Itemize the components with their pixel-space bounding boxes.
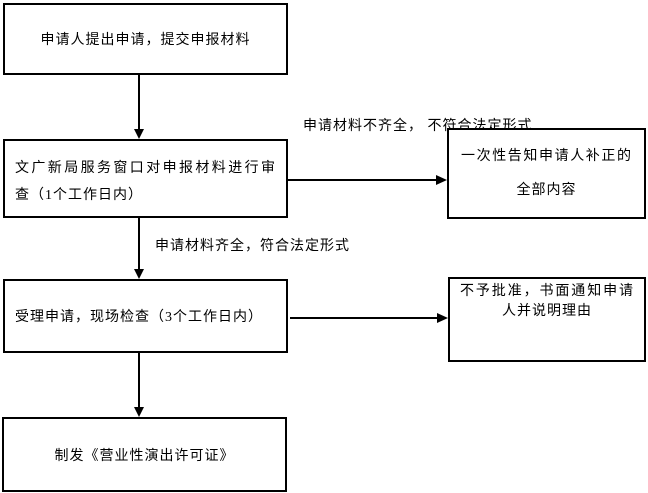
arrow-submit-to-review-line: [138, 75, 140, 130]
flow-step-reject-notice-line1: 不予批准，书面通知申请: [460, 284, 634, 299]
edge-label-materials-incomplete-line1: 申请材料不齐全，: [303, 119, 423, 134]
flow-step-window-review: 文广新局服务窗口对申报材料进行审 查（1个工作日内）: [3, 139, 288, 218]
flow-step-reject-notice: 不予批准，书面通知申请 人并说明理由: [448, 277, 646, 362]
arrow-right-icon: [437, 313, 448, 323]
flow-step-notify-correction-line2: 全部内容: [516, 183, 577, 198]
flow-step-accept-inspect: 受理申请，现场检查（3个工作日内）: [3, 279, 288, 353]
flow-step-notify-correction: 一次性告知申请人补正的 全部内容: [447, 128, 646, 219]
arrow-accept-to-issue-line: [138, 353, 140, 408]
flow-step-reject-notice-line2: 人并说明理由: [502, 304, 592, 319]
arrow-review-to-notify-line: [288, 179, 437, 181]
arrow-accept-to-reject-line: [290, 317, 438, 319]
edge-label-materials-complete-line1: 申请材料齐全，符合法定形式: [155, 239, 350, 254]
flow-step-notify-correction-line1: 一次性告知申请人补正的: [461, 149, 632, 164]
flow-step-submit-application: 申请人提出申请，提交申报材料: [3, 3, 288, 75]
flow-step-accept-inspect-label: 受理申请，现场检查（3个工作日内）: [15, 310, 263, 325]
arrow-right-icon: [436, 175, 447, 185]
flow-step-issue-license: 制发《营业性演出许可证》: [2, 417, 287, 492]
arrow-down-icon: [134, 129, 144, 139]
flow-step-submit-application-label: 申请人提出申请，提交申报材料: [40, 33, 251, 48]
flow-step-window-review-line1: 文广新局服务窗口对申报材料进行审: [15, 161, 276, 176]
arrow-down-icon: [134, 269, 144, 279]
flow-step-issue-license-label: 制发《营业性演出许可证》: [54, 448, 235, 464]
edge-label-materials-complete: 申请材料齐全，符合法定形式: [155, 238, 350, 256]
arrow-down-icon: [134, 407, 144, 417]
flow-step-window-review-line2: 查（1个工作日内）: [15, 188, 143, 203]
arrow-review-to-accept-line: [138, 218, 140, 270]
